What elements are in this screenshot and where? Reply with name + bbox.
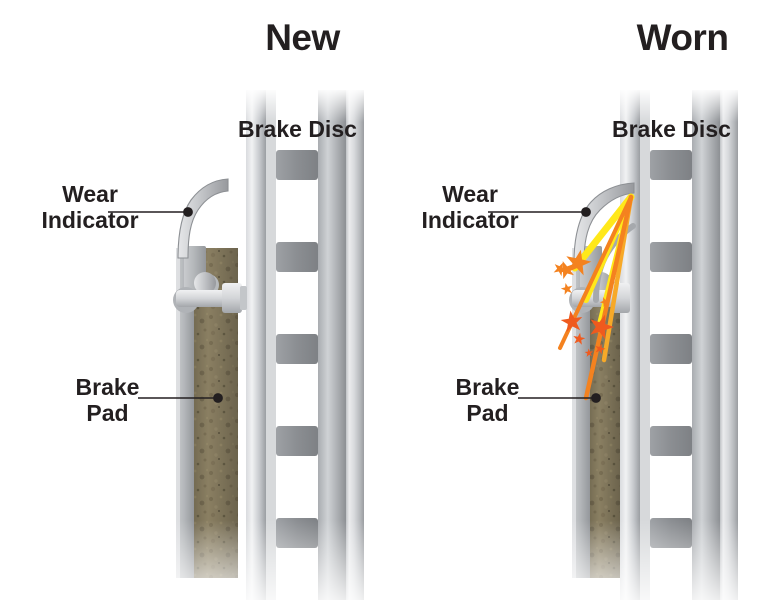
retaining-pin-new — [173, 283, 247, 313]
leader-dot-wear-indicator-worn — [581, 207, 591, 217]
label-brake-pad-new: Brake Pad — [40, 374, 175, 427]
label-brake-disc-new: Brake Disc — [238, 116, 357, 142]
panel-title-new: New — [265, 17, 340, 58]
wear-indicator-clip-new — [177, 178, 229, 259]
panel-new-artwork — [160, 88, 390, 616]
leader-lines — [108, 207, 601, 403]
label-wear-indicator-worn-line2: Indicator — [421, 206, 519, 233]
leader-dot-wear-indicator-new — [183, 207, 193, 217]
label-brake-pad-worn: Brake Pad — [420, 374, 555, 427]
label-brake-disc-worn: Brake Disc — [612, 116, 731, 142]
label-wear-indicator-worn-line1: Wear — [442, 181, 498, 207]
backing-plate-new — [176, 248, 194, 578]
label-wear-indicator-new: Wear Indicator — [10, 181, 170, 234]
leader-dot-brake-pad-new — [213, 393, 223, 403]
leader-dot-brake-pad-worn — [591, 393, 601, 403]
label-brake-pad-new-line1: Brake — [75, 374, 140, 400]
label-wear-indicator-worn: Wear Indicator — [390, 181, 550, 234]
label-wear-indicator-new-line2: Indicator — [41, 206, 139, 233]
panel-title-worn: Worn — [636, 17, 729, 58]
label-brake-pad-worn-line1: Brake — [455, 374, 520, 400]
label-brake-pad-worn-line2: Pad — [466, 399, 509, 426]
panel-worn-artwork — [540, 88, 768, 616]
label-wear-indicator-new-line1: Wear — [62, 181, 118, 207]
label-brake-pad-new-line2: Pad — [86, 399, 129, 426]
spark-burst — [551, 193, 635, 401]
backing-plate-worn — [572, 248, 590, 578]
